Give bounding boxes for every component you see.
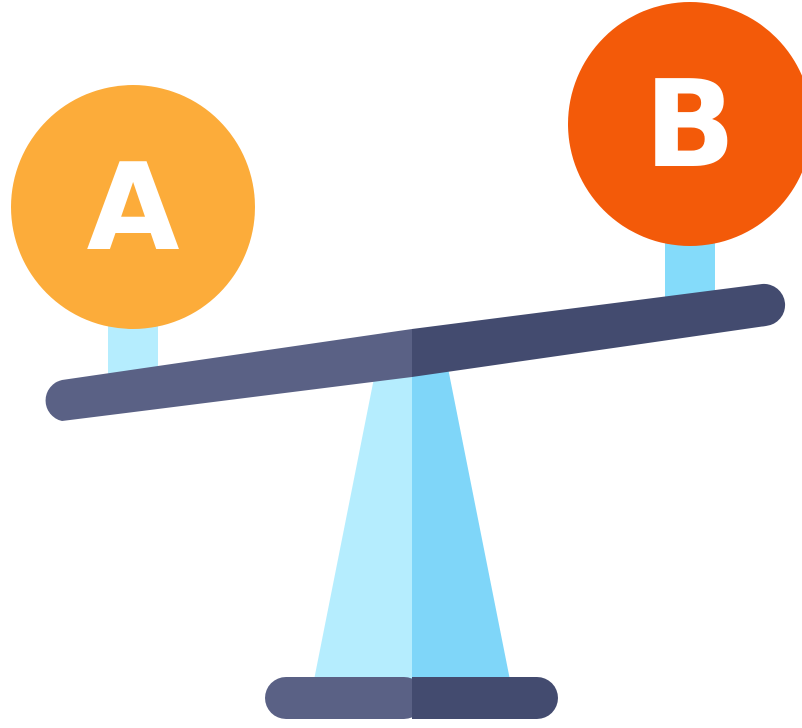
base-left-half [265, 677, 425, 719]
ball-b-circle [568, 2, 802, 246]
ball-a-circle [11, 85, 255, 329]
plank [45, 283, 786, 421]
ball-b-letter: B [644, 56, 735, 195]
fulcrum-left-half [312, 358, 412, 690]
plank-left-half [45, 329, 412, 421]
plank-right-half [412, 283, 786, 377]
ball-b: B [568, 2, 802, 246]
fulcrum-right-half [412, 358, 512, 690]
ball-a: A [11, 85, 255, 329]
ball-a-letter: A [87, 139, 180, 278]
base-right-half-fill [412, 677, 558, 719]
base-right-half-join [412, 677, 442, 719]
